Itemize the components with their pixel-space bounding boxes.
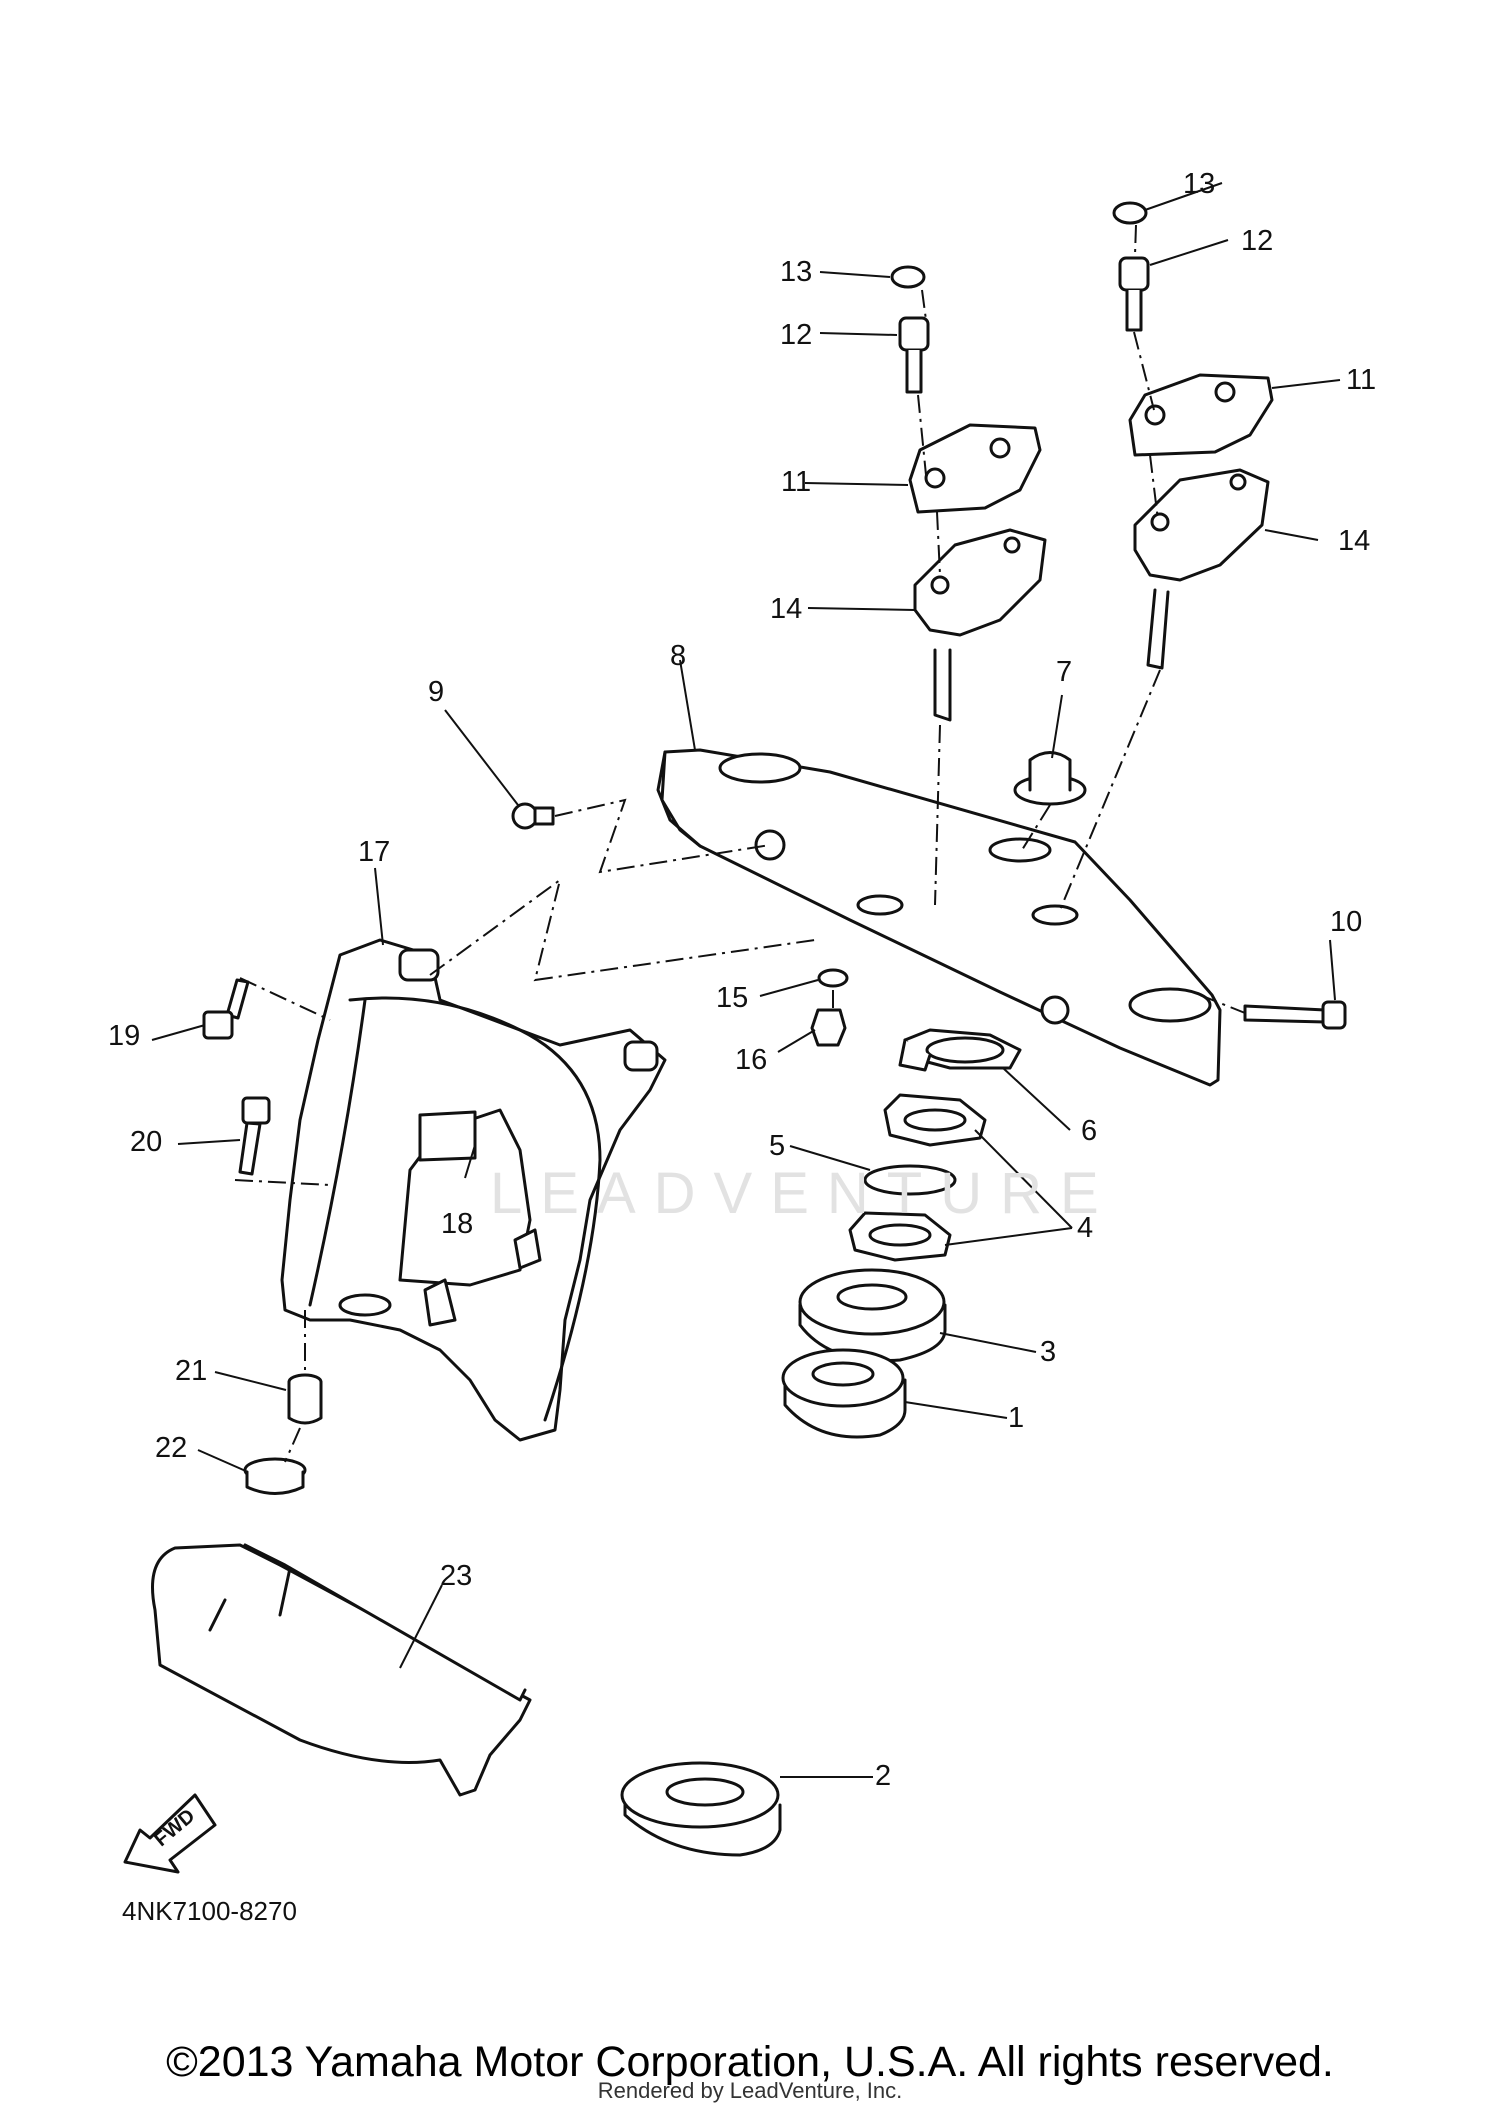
bearing-part-2 [620,1761,782,1857]
grommet-part-22 [243,1457,307,1495]
callout-14-left: 14 [770,593,803,625]
callout-17: 17 [358,836,391,868]
callout-21: 21 [175,1355,208,1387]
callout-4: 4 [1077,1212,1094,1244]
upper-bracket-part-8 [656,748,1222,1087]
handlebar-holder-lower-left-part-14 [913,528,1047,722]
handlebar-holder-upper-right-part-11 [1128,373,1274,457]
handlebar-holder-upper-left-part-11 [908,423,1042,514]
copyright-notice: ©2013 Yamaha Motor Corporation, U.S.A. A… [166,2038,1334,2086]
bearing-part-1 [781,1348,907,1439]
nut-part-16 [810,1008,847,1047]
cap-left-part-13 [890,265,926,289]
ring-nut-lower-part-4 [848,1211,952,1262]
callout-1: 1 [1008,1402,1025,1434]
cover-part-23 [151,1543,532,1797]
washer-part-15 [817,968,849,988]
callout-10: 10 [1330,906,1363,938]
callout-11-left: 11 [781,466,812,498]
cap-right-part-13 [1112,201,1148,225]
watermark-text: LEADVENTURE [490,1161,1117,1226]
callout-13-right: 13 [1183,168,1216,200]
washer-part-6 [898,1028,1022,1072]
callout-23: 23 [440,1560,473,1592]
bolt-right-part-12 [1118,256,1150,332]
callout-14-right: 14 [1338,525,1371,557]
callout-12-left: 12 [780,319,813,351]
bolt-left-part-12 [898,316,930,394]
bolt-part-9 [511,802,555,830]
callout-2: 2 [875,1760,892,1792]
diagram-code: 4NK7100-8270 [122,1896,297,1926]
washer-part-5 [863,1164,957,1196]
bolt-part-20 [238,1096,271,1176]
callout-5: 5 [769,1130,786,1162]
callout-3: 3 [1040,1336,1057,1368]
rendered-by-notice: Rendered by LeadVenture, Inc. [597,2078,903,2103]
callout-7: 7 [1056,656,1073,688]
callout-6: 6 [1081,1115,1098,1147]
bracket-cover-part-17 [280,938,667,1442]
callout-18: 18 [441,1208,474,1240]
collar-part-21 [287,1373,323,1425]
bolt-part-19 [202,978,250,1040]
bolt-part-10 [1243,1000,1347,1030]
callout-12-right: 12 [1241,225,1274,257]
leader-lines [151,182,1341,1778]
callout-13-left: 13 [780,256,813,288]
callout-11-right: 11 [1346,364,1377,396]
fwd-arrow-icon [123,1793,217,1874]
callout-9: 9 [428,676,445,708]
alignment-lines [234,224,1246,1463]
callout-15: 15 [716,982,749,1014]
callout-19: 19 [108,1020,141,1052]
ring-nut-upper-part-4 [883,1093,987,1147]
handlebar-holder-lower-right-part-14 [1133,468,1270,670]
callout-20: 20 [130,1126,163,1158]
dust-seal-part-3 [798,1268,947,1363]
callout-16: 16 [735,1044,768,1076]
nut-part-7 [1013,751,1087,806]
callout-22: 22 [155,1432,188,1464]
callout-8: 8 [670,640,687,672]
